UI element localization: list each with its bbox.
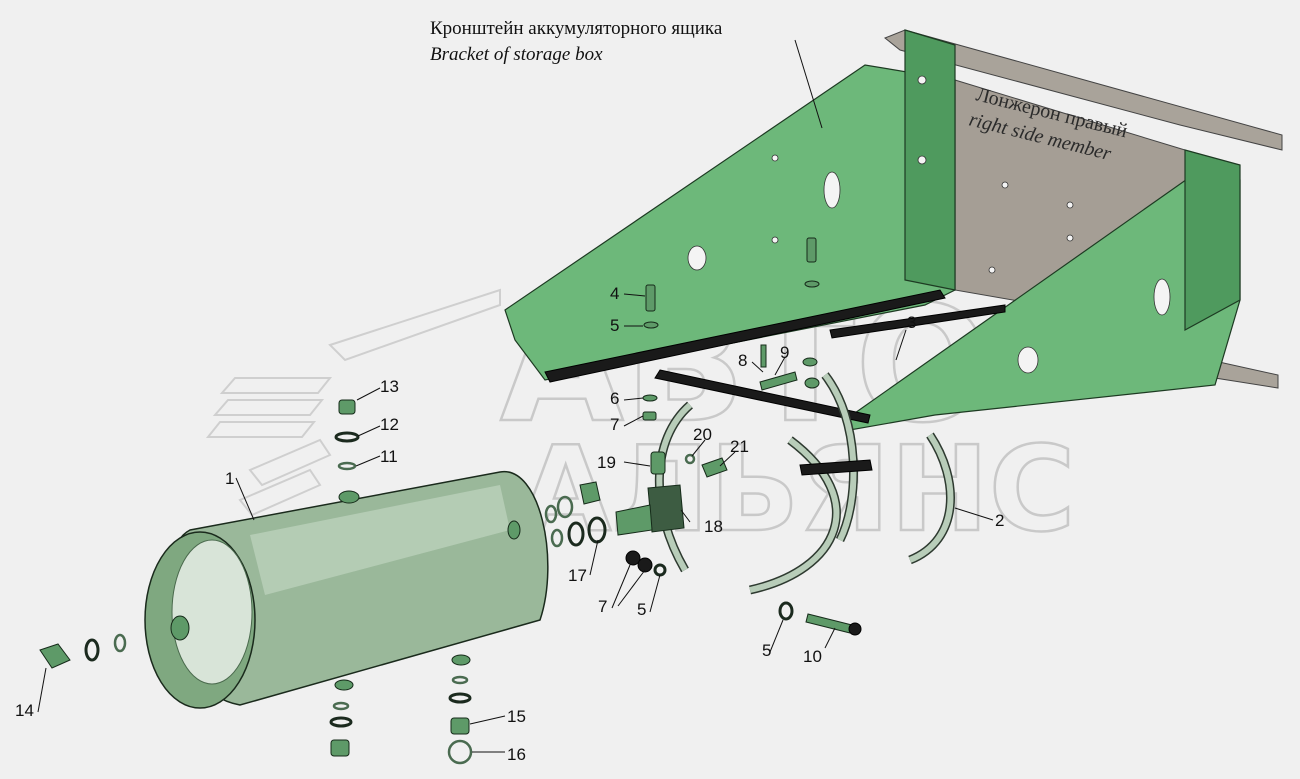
bracket-hole [1017, 346, 1039, 374]
ring-14-b [113, 633, 127, 653]
plug-14 [39, 643, 71, 669]
bracket-crossbar [654, 369, 871, 424]
callout-20: 20 [693, 425, 712, 444]
callout-4: 4 [610, 284, 619, 303]
callout-17: 17 [568, 566, 587, 585]
air-tank-1 [144, 471, 549, 709]
tank-fittings [39, 399, 862, 765]
tank-end-port [170, 615, 190, 641]
tank-top-port [338, 490, 360, 504]
stud-9 [759, 371, 798, 391]
bolt-vertical [806, 237, 817, 263]
bolt-10-head [848, 622, 862, 636]
callout-5-valve: 5 [637, 600, 646, 619]
bracket-crossbar-rear [829, 304, 1006, 339]
fitting-21 [701, 457, 728, 478]
ring-bottom-b1 [448, 692, 472, 704]
bracket-hole [988, 266, 996, 274]
callout-21: 21 [730, 437, 749, 456]
plug-13 [338, 399, 356, 415]
bracket-hole [771, 154, 779, 162]
bolt-4 [645, 284, 656, 312]
ring-11 [337, 461, 357, 471]
caption-bracket-ru: Кронштейн аккумуляторного ящика [430, 18, 723, 39]
bracket-hole [917, 75, 927, 85]
bolt-10 [805, 613, 853, 634]
leader-bracket-caption [794, 39, 823, 129]
storage-box-bracket [504, 29, 1241, 431]
washer-5-valve [653, 563, 667, 577]
callout-5-lower: 5 [762, 641, 771, 660]
ring-bottom-a1 [329, 716, 353, 728]
strap-clamp-plate [799, 459, 873, 476]
callout-16: 16 [507, 745, 526, 764]
seal-rings-17 [544, 481, 607, 548]
nut-9 [804, 377, 820, 389]
ring-12 [334, 431, 360, 443]
bracket-hole [917, 155, 927, 165]
tank-highlight [250, 485, 510, 595]
bracket-hole [823, 171, 841, 209]
bracket-hole [1153, 278, 1171, 316]
nut-7-top [642, 411, 657, 421]
bracket-hole [1066, 201, 1074, 209]
nut-7-a [625, 550, 641, 566]
callout-8: 8 [738, 351, 747, 370]
watermark-stripes [205, 288, 501, 517]
ring-14-a [84, 638, 100, 662]
tank-bottom-port-a [334, 679, 354, 691]
bracket-top-plate [1184, 149, 1241, 332]
valve-stem-18 [615, 504, 653, 536]
callout-1: 1 [225, 469, 234, 488]
bracket-bolts [642, 237, 820, 421]
tank-end-cap-inner [171, 539, 253, 685]
caption-bracket-en: Bracket of storage box [430, 44, 603, 65]
callout-11: 11 [380, 447, 398, 466]
callout-2: 2 [995, 511, 1004, 530]
callout-leaders [37, 293, 994, 753]
fitting-19 [650, 451, 666, 475]
valve-body-18 [647, 484, 685, 533]
callout-19: 19 [597, 453, 616, 472]
washer-5-lower [778, 601, 794, 621]
pin-8 [760, 344, 767, 368]
bracket-hole [771, 236, 779, 244]
plug-bottom-a [330, 739, 350, 757]
tank-bottom-port-b [451, 654, 471, 666]
callout-7-top: 7 [610, 415, 619, 434]
callout-14: 14 [15, 701, 34, 720]
callout-7-bottom: 7 [598, 597, 607, 616]
plug-15 [450, 717, 470, 735]
callout-10: 10 [803, 647, 822, 666]
washer-9 [802, 357, 818, 367]
callout-labels: 1 2 3 4 5 5 5 6 7 7 8 9 10 11 12 13 14 1… [15, 284, 1004, 764]
callout-3: 3 [907, 313, 916, 332]
bracket-hole [687, 245, 707, 271]
drain-valve-assembly [615, 451, 728, 577]
callout-9: 9 [780, 343, 789, 362]
nut-7-b [637, 557, 653, 573]
ring-bottom-a2 [332, 701, 350, 711]
callout-5-top: 5 [610, 316, 619, 335]
callout-15: 15 [507, 707, 526, 726]
bracket-strap-rail [544, 289, 946, 383]
ring-bottom-b2 [451, 675, 469, 685]
callout-13: 13 [380, 377, 399, 396]
plug-17 [579, 481, 601, 505]
callout-6: 6 [610, 389, 619, 408]
washer-5-top [643, 321, 659, 329]
bracket-hole [1001, 181, 1009, 189]
ring-20 [684, 453, 696, 465]
bracket-hole [1066, 234, 1074, 242]
washer-vertical [804, 280, 820, 288]
callout-18: 18 [704, 517, 723, 536]
callout-12: 12 [380, 415, 399, 434]
ring-16 [447, 739, 473, 765]
nut-6 [642, 394, 658, 402]
tank-side-port [507, 520, 521, 540]
bracket-vertical-plate [904, 29, 956, 291]
tank-straps [654, 372, 955, 595]
